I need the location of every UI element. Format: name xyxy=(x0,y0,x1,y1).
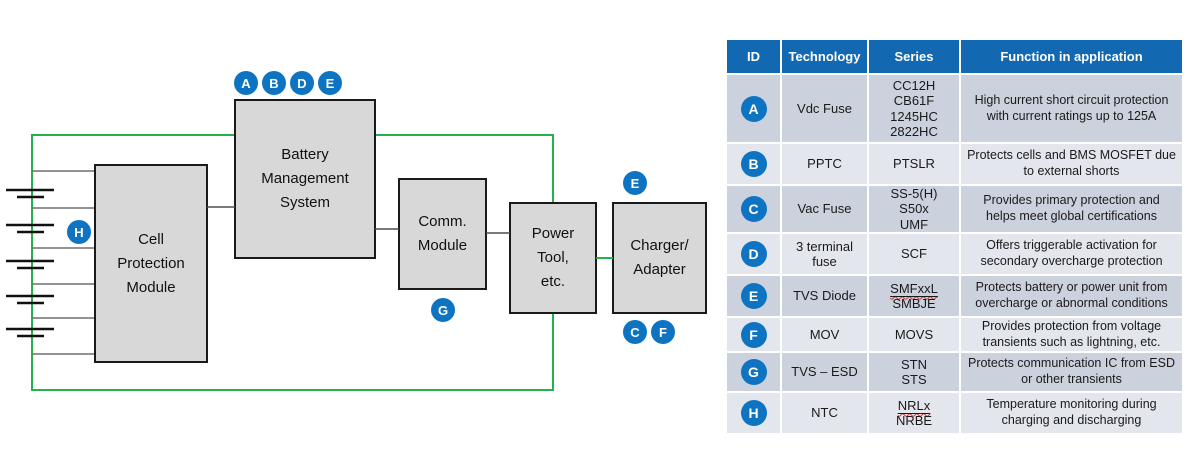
cell-protection-module-label: Cell Protection Module xyxy=(117,230,185,296)
table-row-g-id: G xyxy=(727,353,780,391)
table-row-h-function: Temperature monitoring during charging a… xyxy=(961,393,1182,433)
column-header-technology: Technology xyxy=(782,40,867,73)
badge-f: F xyxy=(651,320,675,344)
table-row-f-series: MOVS xyxy=(869,318,959,351)
column-header-function: Function in application xyxy=(961,40,1182,73)
table-row-f-id: F xyxy=(727,318,780,351)
protection-technology-table: ID Technology Series Function in applica… xyxy=(727,40,1182,433)
cell-tap-lines xyxy=(32,170,96,355)
table-row-c-id: C xyxy=(727,186,780,232)
table-row-e-id: E xyxy=(727,276,780,316)
id-badge-e: E xyxy=(740,283,767,309)
table-row-b-function: Protects cells and BMS MOSFET due to ext… xyxy=(961,144,1182,184)
table-row-a-id: A xyxy=(727,75,780,142)
table-row-c-function: Provides primary protection and helps me… xyxy=(961,186,1182,232)
table-row-h-id: H xyxy=(727,393,780,433)
table-row-g-technology: TVS – ESD xyxy=(782,353,867,391)
table-row-f-function: Provides protection from voltage transie… xyxy=(961,318,1182,351)
table-row-d-technology: 3 terminal fuse xyxy=(782,234,867,274)
column-header-id: ID xyxy=(727,40,780,73)
power-tool-label: Power Tool, etc. xyxy=(531,225,575,290)
badge-b: B xyxy=(262,71,286,95)
table-row-d-function: Offers triggerable activation for second… xyxy=(961,234,1182,274)
table-row-a-series: CC12H CB61F 1245HC 2822HC xyxy=(869,75,959,142)
table-row-g-series: STN STS xyxy=(869,353,959,391)
table-row-b-id: B xyxy=(727,144,780,184)
table-row-e-function: Protects battery or power unit from over… xyxy=(961,276,1182,316)
power-tool-box xyxy=(509,202,597,314)
badge-e: E xyxy=(318,71,342,95)
badge-c: C xyxy=(623,320,647,344)
table-row-g-function: Protects communication IC from ESD or ot… xyxy=(961,353,1182,391)
table-row-c-technology: Vac Fuse xyxy=(782,186,867,232)
cell-protection-module-box xyxy=(94,164,208,363)
id-badge-c: C xyxy=(740,196,767,222)
battery-management-system-box xyxy=(234,99,376,259)
module-connectors xyxy=(207,206,510,234)
battery-cells-icon xyxy=(6,188,54,338)
table-row-b-technology: PPTC xyxy=(782,144,867,184)
badge-d: D xyxy=(290,71,314,95)
table-row-d-id: D xyxy=(727,234,780,274)
table-row-a-technology: Vdc Fuse xyxy=(782,75,867,142)
table-row-b-series: PTSLR xyxy=(869,144,959,184)
system-block-diagram xyxy=(6,99,707,391)
table-row-a-function: High current short circuit protection wi… xyxy=(961,75,1182,142)
column-header-series: Series xyxy=(869,40,959,73)
table-row-h-series: NRLx NRBE xyxy=(869,393,959,433)
id-badge-d: D xyxy=(740,241,767,267)
table-row-h-technology: NTC xyxy=(782,393,867,433)
table-row-e-series: SMFxxL SMBJE xyxy=(869,276,959,316)
charger-adapter-label: Charger/ Adapter xyxy=(630,237,689,278)
id-badge-a: A xyxy=(740,95,767,122)
id-badge-g: G xyxy=(740,359,767,385)
badge-a: A xyxy=(234,71,258,95)
badge-e-charger: E xyxy=(623,171,647,195)
table-row-e-technology: TVS Diode xyxy=(782,276,867,316)
table-row-c-series: SS-5(H) S50x UMF xyxy=(869,186,959,232)
comm-module-box xyxy=(398,178,487,290)
id-badge-h: H xyxy=(740,400,767,426)
table-row-d-series: SCF xyxy=(869,234,959,274)
table-row-f-technology: MOV xyxy=(782,318,867,351)
badge-g: G xyxy=(431,298,455,322)
id-badge-b: B xyxy=(740,151,767,177)
badge-h: H xyxy=(67,220,91,244)
comm-module-label: Comm. Module xyxy=(417,213,468,254)
battery-management-system-label: Battery Management System xyxy=(261,146,349,211)
id-badge-f: F xyxy=(740,321,767,348)
